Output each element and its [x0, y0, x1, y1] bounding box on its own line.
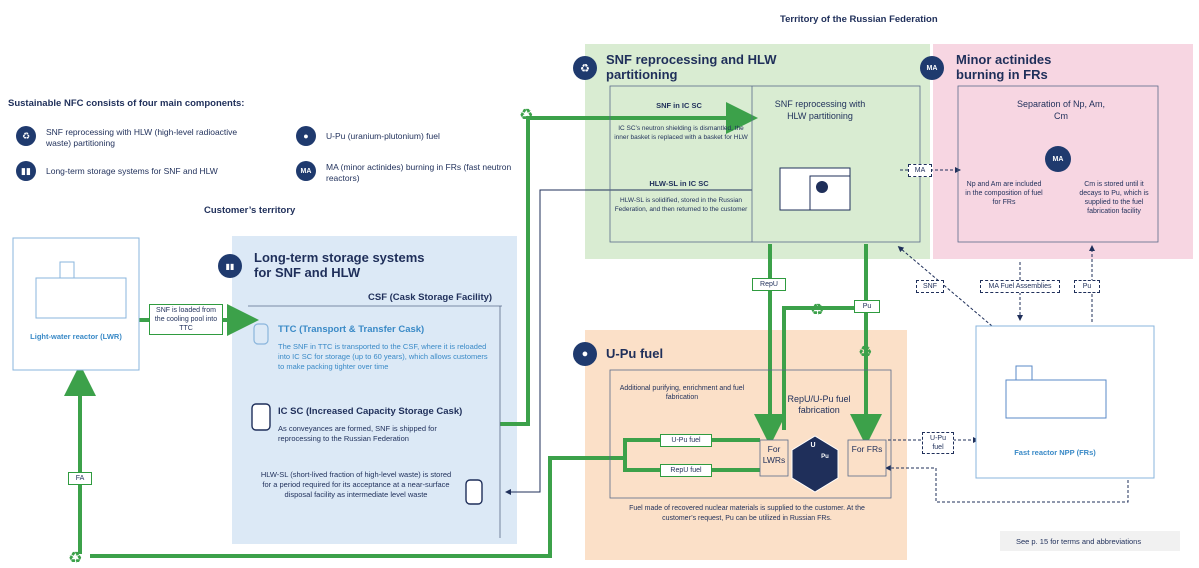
fuel-drop-icon: ●: [573, 342, 597, 366]
footnote: See p. 15 for terms and abbreviations: [1016, 537, 1142, 546]
icsc-title: IC SC (Increased Capacity Storage Cask): [278, 406, 463, 417]
cask-icon: ▮▮: [16, 161, 36, 181]
footnote-box: [1000, 531, 1180, 551]
for-frs-label: For FRs: [851, 444, 883, 454]
ttc-title: TTC (Transport & Transfer Cask): [278, 324, 425, 335]
cm-text: Cm is stored until it decays to Pu, whic…: [1079, 181, 1149, 215]
legend-text: U-Pu (uranium-plutonium) fuel: [326, 131, 440, 141]
snf-ic-sc-text: IC SC’s neutron shielding is dismantled,…: [614, 125, 748, 141]
recycle-icon: ♻: [810, 302, 825, 319]
ma-title: Minor actinides burning in FRs: [956, 52, 1052, 82]
ma-fuel-assemblies-label: MA Fuel Assemblies: [980, 280, 1060, 293]
recycle-icon: ♻: [573, 56, 597, 80]
reprocessing-center-text: SNF reprocessing with HLW partitioning: [774, 99, 866, 121]
csf-title: CSF (Cask Storage Facility): [368, 292, 493, 303]
recycle-icon: ♻: [519, 107, 534, 124]
hlw-sl-text: HLW-SL is solidified, stored in the Russ…: [614, 197, 748, 213]
ttc-text: The SNF in TTC is transported to the CSF…: [278, 342, 488, 371]
storage-title: Long-term storage systems for SNF and HL…: [254, 250, 425, 280]
lwr-title: Light-water reactor (LWR): [30, 332, 122, 341]
hlw-sl-storage-text: HLW-SL (short-lived fraction of high-lev…: [260, 470, 452, 499]
upu-fuel-label: U-Pu fuel: [660, 434, 712, 447]
separation-text: Separation of Np, Am, Cm: [1016, 99, 1106, 121]
reprocessing-panel: [585, 44, 930, 259]
repu-fuel-label: RepU fuel: [660, 464, 712, 477]
territory-rf-heading: Territory of the Russian Federation: [780, 14, 938, 25]
ma-flow-label: MA: [908, 164, 932, 177]
repu-label: RepU: [752, 278, 786, 291]
pu-label: Pu: [854, 300, 880, 313]
fuel-drop-icon: ●: [296, 126, 316, 146]
recycle-icon: ♻: [858, 344, 873, 361]
np-am-text: Np and Am are included in the compositio…: [965, 181, 1043, 206]
legend-text: SNF reprocessing with HLW (high-level ra…: [46, 127, 238, 148]
icsc-text: As conveyances are formed, SNF is shippe…: [278, 424, 437, 443]
recycle-icon: ♻: [16, 126, 36, 146]
snf-label: SNF: [916, 280, 944, 293]
upu-title: U-Pu fuel: [606, 346, 664, 361]
recovered-fuel-text: Fuel made of recovered nuclear materials…: [629, 505, 865, 522]
purifying-text: Additional purifying, enrichment and fue…: [619, 385, 745, 401]
ma-icon: MA: [296, 161, 316, 181]
cask-icon: ▮▮: [218, 254, 242, 278]
ma-icon: MA: [1045, 146, 1071, 172]
fabrication-text: RepU/U-Pu fuel fabrication: [787, 394, 851, 415]
legend-title: Sustainable NFC consists of four main co…: [8, 98, 245, 109]
legend-text: MA (minor actinides) burning in FRs (fas…: [326, 162, 512, 183]
hlw-sl-title: HLW-SL in IC SC: [649, 179, 709, 188]
legend-text: Long-term storage systems for SNF and HL…: [46, 166, 218, 176]
recycle-icon: ♻: [68, 550, 83, 567]
ma-icon: MA: [920, 56, 944, 80]
fr-pu-label: Pu: [1074, 280, 1100, 293]
fa-label: FA: [68, 472, 92, 485]
snf-load-label: SNF is loaded from the cooling pool into…: [149, 304, 223, 335]
for-lwrs-label: For LWRs: [762, 444, 786, 465]
snf-ic-sc-title: SNF in IC SC: [656, 101, 702, 110]
fr-upu-fuel-label: U-Pu fuel: [922, 432, 954, 454]
fr-title: Fast reactor NPP (FRs): [1014, 448, 1096, 457]
reprocessing-title: SNF reprocessing and HLW partitioning: [606, 52, 777, 82]
customer-territory-heading: Customer’s territory: [204, 205, 296, 216]
hex-pu-label: Pu: [821, 454, 829, 460]
hex-u-label: U: [810, 442, 816, 449]
